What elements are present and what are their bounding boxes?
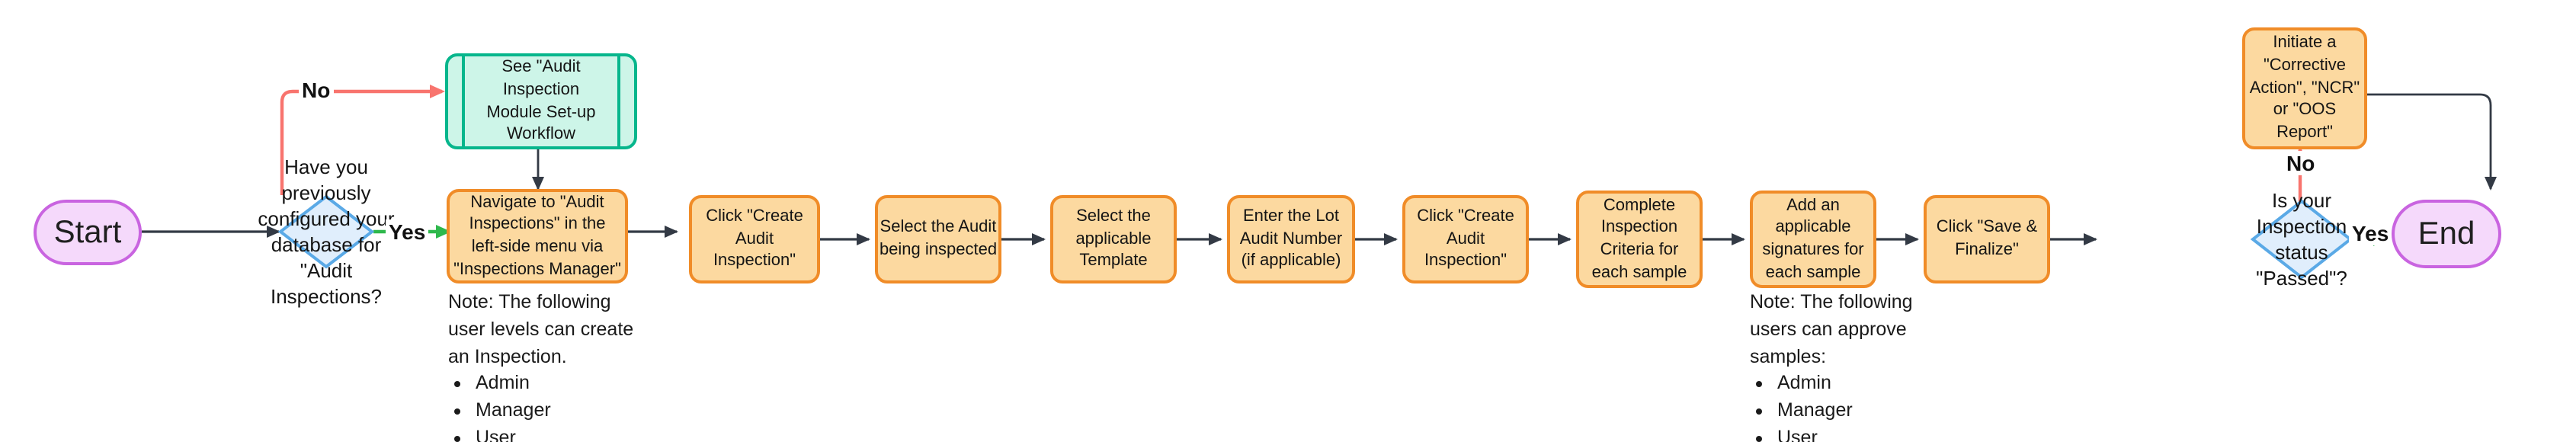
list-item: Manager [476, 398, 637, 425]
edge-corrective-to-end [2367, 93, 2497, 191]
node-decision-configured-label: Have you previously configured your data… [258, 155, 395, 309]
note-create-inspection-list: Admin Manager User Production [448, 371, 637, 442]
list-item: User [476, 425, 637, 442]
decision-diamond-shape [277, 194, 375, 269]
node-subroutine-setup[interactable]: See "Audit Inspection Module Set-up Work… [445, 53, 637, 149]
node-start[interactable]: Start [34, 200, 142, 265]
node-complete-criteria-label: Complete Inspection Criteria for each sa… [1591, 196, 1687, 282]
node-add-signatures-label: Add an applicable signatures for each sa… [1762, 196, 1864, 282]
node-start-label: Start [53, 214, 122, 250]
node-enter-lot-label: Enter the Lot Audit Number (if applicabl… [1239, 207, 1343, 271]
node-corrective-action-label: Initiate a "Corrective Action", "NCR" or… [2249, 34, 2360, 142]
node-complete-criteria[interactable]: Complete Inspection Criteria for each sa… [1576, 191, 1703, 288]
list-item: User [1777, 425, 1930, 442]
list-item: Admin [476, 371, 637, 399]
subroutine-left-bar [462, 56, 465, 146]
node-navigate-label: Navigate to "Audit Inspections" in the l… [453, 193, 621, 279]
node-save-finalize-label: Click "Save & Finalize" [1936, 218, 2038, 259]
node-save-finalize[interactable]: Click "Save & Finalize" [1924, 195, 2050, 283]
decision-diamond-shape-2 [2250, 199, 2353, 280]
edge-no-to-subroutine [280, 85, 445, 195]
note-approve-samples: Note: The following users can approve sa… [1750, 290, 1930, 442]
node-enter-lot[interactable]: Enter the Lot Audit Number (if applicabl… [1227, 195, 1355, 283]
node-select-audit[interactable]: Select the Audit being inspected [875, 195, 1001, 283]
note-create-inspection: Note: The following user levels can crea… [448, 290, 637, 442]
edge-label-yes-configured: Yes [386, 219, 429, 244]
node-decision-configured[interactable]: Have you previously configured your data… [258, 155, 394, 309]
note-approve-samples-heading: Note: The following users can approve sa… [1750, 291, 1913, 367]
node-decision-passed-label: Is your Inspection status "Passed"? [2256, 188, 2347, 290]
edge-label-yes-passed: Yes [2349, 221, 2392, 245]
node-end[interactable]: End [2392, 200, 2501, 268]
node-select-template-label: Select the applicable Template [1075, 207, 1152, 271]
node-select-template[interactable]: Select the applicable Template [1050, 195, 1177, 283]
node-click-create-2-label: Click "Create Audit Inspection" [1417, 207, 1514, 271]
edge-label-no-configured: No [299, 78, 334, 102]
edge-label-no-passed: No [2283, 151, 2318, 175]
node-click-create-1[interactable]: Click "Create Audit Inspection" [689, 195, 820, 283]
list-item: Admin [1777, 371, 1930, 399]
node-add-signatures[interactable]: Add an applicable signatures for each sa… [1750, 191, 1876, 288]
node-click-create-1-label: Click "Create Audit Inspection" [706, 207, 803, 271]
note-approve-samples-list: Admin Manager User Production (if an org… [1750, 371, 1930, 442]
list-item: Manager [1777, 398, 1930, 425]
node-corrective-action[interactable]: Initiate a "Corrective Action", "NCR" or… [2242, 27, 2367, 149]
node-end-label: End [2417, 216, 2475, 251]
note-create-inspection-heading: Note: The following user levels can crea… [448, 291, 634, 367]
node-navigate[interactable]: Navigate to "Audit Inspections" in the l… [447, 189, 628, 283]
subroutine-right-bar [617, 56, 620, 146]
node-decision-passed[interactable]: Is your Inspection status "Passed"? [2250, 188, 2353, 290]
node-select-audit-label: Select the Audit being inspected [879, 218, 998, 259]
node-click-create-2[interactable]: Click "Create Audit Inspection" [1402, 195, 1529, 283]
node-subroutine-setup-label: See "Audit Inspection Module Set-up Work… [486, 58, 596, 144]
